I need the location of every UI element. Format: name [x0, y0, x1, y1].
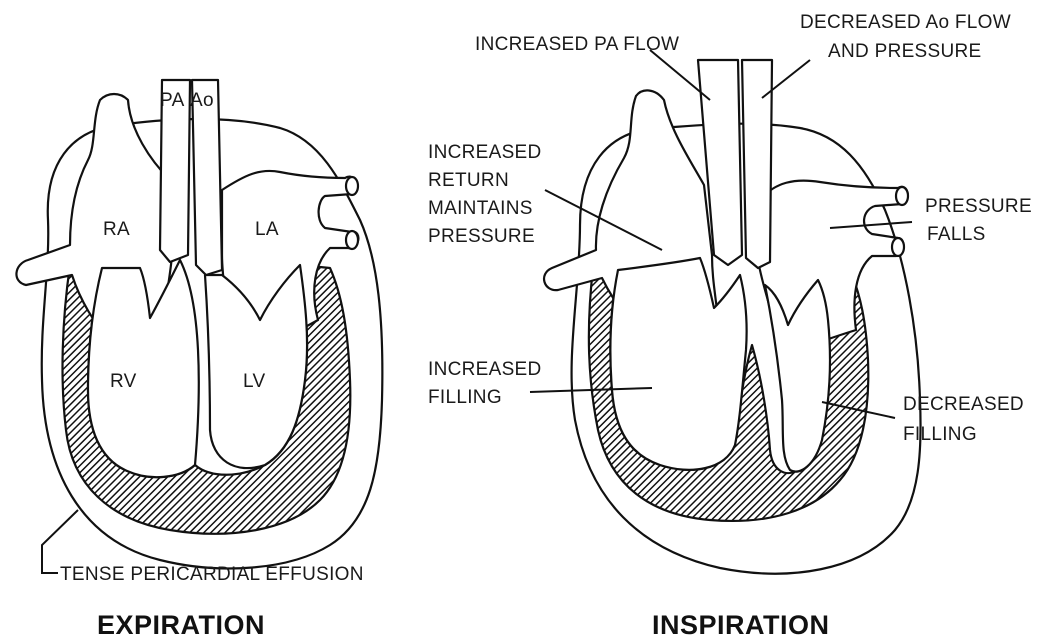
label-increased-filling-line1: INCREASED	[428, 359, 542, 380]
label-pressure-falls-line1: PRESSURE	[925, 196, 1032, 217]
label-increased-return-line2: RETURN	[428, 170, 509, 191]
inspiration-pulmonary-vein-lower	[892, 238, 904, 256]
label-rv: RV	[110, 371, 137, 392]
label-increased-return-line1: INCREASED	[428, 142, 542, 163]
label-decreased-filling-line2: FILLING	[903, 424, 977, 445]
label-decreased-ao-flow-line1: DECREASED Ao FLOW	[800, 12, 1011, 33]
inspiration-heart	[530, 50, 921, 574]
expiration-heart	[16, 80, 382, 573]
label-increased-pa-flow: INCREASED PA FLOW	[475, 34, 679, 55]
expiration-pulmonary-vein-lower	[346, 231, 358, 249]
label-ao: Ao	[190, 90, 214, 111]
inspiration-aorta	[742, 60, 772, 268]
title-expiration: EXPIRATION	[97, 610, 265, 640]
label-lv: LV	[243, 371, 265, 392]
title-inspiration: INSPIRATION	[652, 610, 830, 640]
label-decreased-filling-line1: DECREASED	[903, 394, 1024, 415]
expiration-pulmonary-vein-upper	[346, 177, 358, 195]
label-ra: RA	[103, 219, 130, 240]
label-decreased-ao-flow-line2: AND PRESSURE	[828, 41, 982, 62]
inspiration-pulmonary-vein-upper	[896, 187, 908, 205]
label-pressure-falls-line2: FALLS	[927, 224, 986, 245]
expiration-right-ventricle	[88, 260, 199, 477]
label-increased-return-line4: PRESSURE	[428, 226, 535, 247]
label-pa: PA	[160, 90, 185, 111]
label-la: LA	[255, 219, 279, 240]
label-tense-pericardial-effusion: TENSE PERICARDIAL EFFUSION	[60, 564, 364, 585]
label-increased-filling-line2: FILLING	[428, 387, 502, 408]
label-increased-return-line3: MAINTAINS	[428, 198, 533, 219]
